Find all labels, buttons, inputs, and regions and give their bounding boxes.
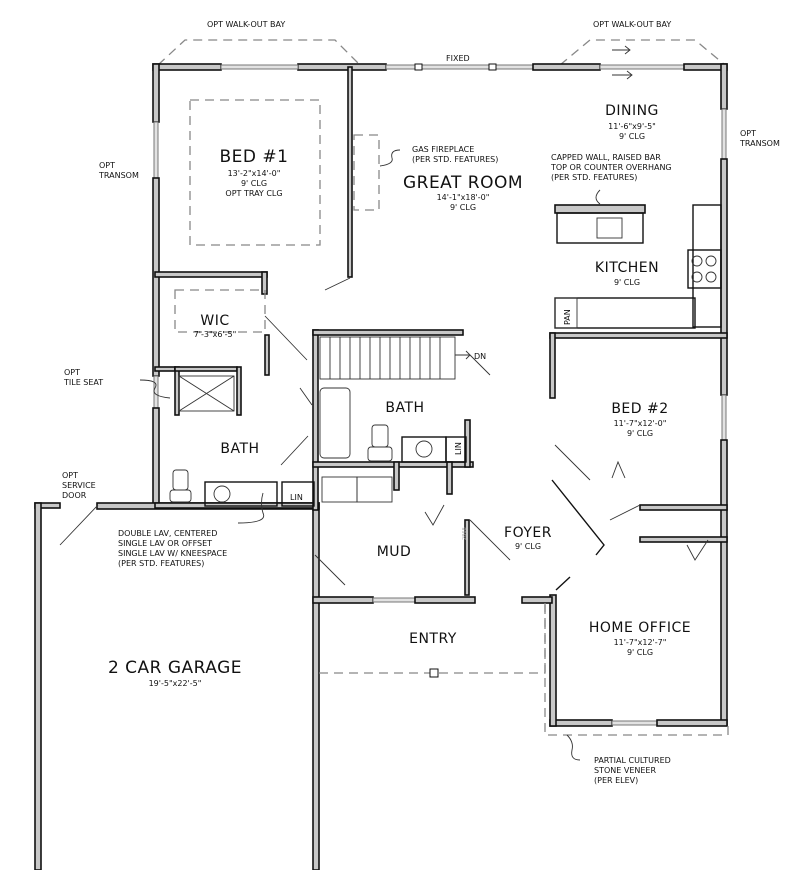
room-ceiling: 9' CLG [619, 132, 645, 141]
note-fireplace: GAS FIREPLACE(PER STD. FEATURES) [412, 145, 498, 164]
linen-label: LIN [454, 442, 463, 455]
pantry-label: PAN [563, 309, 572, 325]
kitchen-counters [554, 204, 722, 329]
room-ceiling: 9' CLG [515, 542, 541, 551]
leader-lines [139, 379, 581, 761]
laundry-appliances [321, 476, 393, 503]
room-ceiling: 9' CLG [450, 203, 476, 212]
door-code-label: 2868 [462, 527, 468, 540]
room-size: 19'-5"x22'-5" [149, 679, 202, 688]
door-swings [59, 277, 709, 586]
room-home-office: HOME OFFICE 11'-7"x12'-7" 9' CLG [589, 620, 691, 657]
staircase [319, 336, 471, 380]
exterior-walls [34, 63, 728, 870]
room-name: KITCHEN [595, 260, 659, 276]
room-ceiling: 9' CLG [627, 429, 653, 438]
room-foyer: FOYER 9' CLG [504, 525, 552, 551]
room-size: 11'-6"x9'-5" [608, 122, 656, 131]
tray-ceiling-outline [189, 99, 321, 246]
room-entry: ENTRY [409, 631, 457, 647]
room-hall-bath: BATH [385, 400, 424, 416]
note-bay-left: OPT WALK-OUT BAY [207, 20, 285, 29]
room-name: HOME OFFICE [589, 620, 691, 636]
interior-walls [154, 66, 728, 596]
bay-window-right [559, 39, 726, 80]
room-mud: MUD [377, 544, 412, 560]
room-extra: OPT TRAY CLG [225, 189, 282, 198]
room-name: GREAT ROOM [403, 173, 523, 193]
room-wic: WIC 7'-3"x6'-5" [194, 313, 237, 339]
room-name: WIC [200, 313, 229, 329]
room-size: 14'-1"x18'-0" [437, 193, 490, 202]
room-name: DINING [605, 103, 659, 119]
room-great-room: GREAT ROOM 14'-1"x18'-0" 9' CLG [403, 173, 523, 212]
room-ceiling: 9' CLG [614, 278, 640, 287]
room-ceiling: 9' CLG [627, 648, 653, 657]
room-dining: DINING 11'-6"x9'-5" 9' CLG [605, 103, 659, 141]
room-garage: 2 CAR GARAGE 19'-5"x22'-5" [108, 658, 242, 688]
kitchen-island [554, 189, 646, 244]
room-ceiling: 9' CLG [241, 179, 267, 188]
room-name: FOYER [504, 525, 552, 541]
room-size: 13'-2"x14'-0" [228, 169, 281, 178]
fireplace [353, 134, 380, 211]
wic-shelf-outline [174, 289, 266, 333]
room-size: 7'-3"x6'-5" [194, 330, 237, 339]
room-name: BED #2 [611, 401, 668, 417]
room-name: BED #1 [220, 147, 289, 167]
stone-veneer-outline [544, 603, 729, 736]
room-kitchen: KITCHEN 9' CLG [595, 260, 659, 287]
master-bath-fixtures [169, 375, 315, 507]
room-size: 11'-7"x12'-7" [614, 638, 667, 647]
room-bed2: BED #2 11'-7"x12'-0" 9' CLG [611, 401, 668, 438]
stair-down-label: DN [474, 352, 486, 361]
linen-label: LIN [290, 493, 303, 502]
room-size: 11'-7"x12'-0" [614, 419, 667, 428]
hall-bath-fixtures [319, 387, 467, 463]
fixed-window-label: FIXED [446, 54, 470, 63]
room-master-bath: BATH [220, 441, 259, 457]
room-name: 2 CAR GARAGE [108, 658, 242, 678]
entry-post [429, 668, 439, 678]
room-bed1: BED #1 13'-2"x14'-0" 9' CLG OPT TRAY CLG [220, 147, 289, 198]
bay-window-left [157, 39, 361, 66]
note-bay-right: OPT WALK-OUT BAY [593, 20, 671, 29]
